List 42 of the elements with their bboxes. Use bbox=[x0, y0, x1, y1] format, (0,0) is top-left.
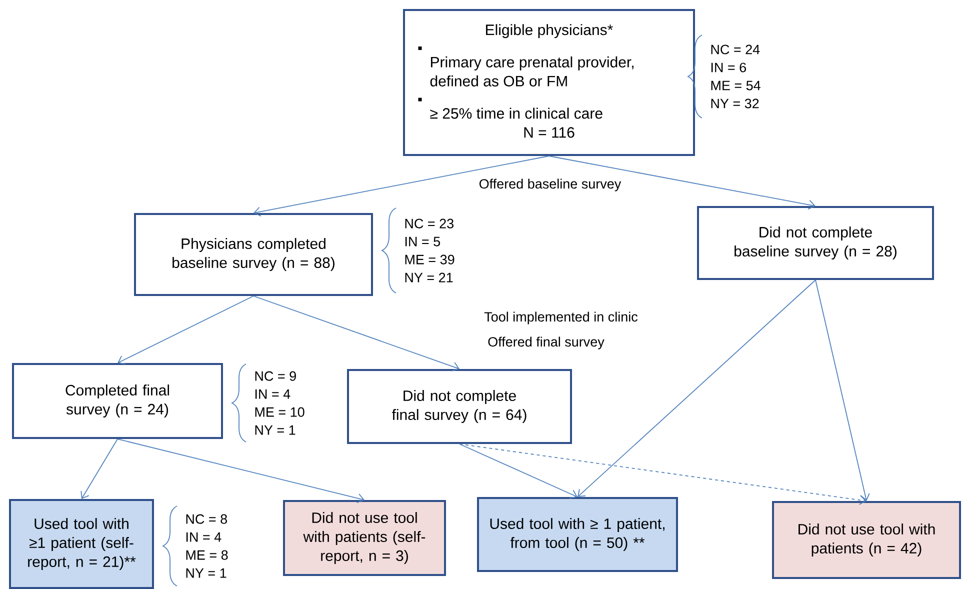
node-label: ME = 10 bbox=[255, 407, 304, 417]
arrow bbox=[459, 444, 867, 505]
flow-box: Completed final survey (n = 24) bbox=[12, 363, 223, 439]
node-label: IN = 4 bbox=[186, 532, 222, 542]
annotation-text: Offered final survey bbox=[488, 336, 604, 350]
flow-box: Did not complete baseline survey (n = 28) bbox=[697, 206, 934, 280]
annotation-text: Tool implemented in clinic bbox=[484, 312, 638, 324]
node-label: ME = 8 bbox=[186, 550, 228, 560]
node-label: ME = 54 bbox=[711, 80, 760, 90]
node-label: NY = 1 bbox=[186, 568, 226, 578]
node-label: NY = 1 bbox=[255, 425, 296, 435]
node-label: NY = 21 bbox=[405, 272, 453, 282]
flow-box: Did not use tool with patients (n = 42) bbox=[772, 501, 962, 579]
arrow bbox=[254, 156, 550, 217]
node-label: NY = 32 bbox=[711, 98, 759, 108]
flow-box: Used tool with ≥ 1 patient, from tool (n = 50) ** bbox=[477, 497, 678, 572]
arrow bbox=[815, 280, 870, 501]
node-label: IN = 5 bbox=[405, 236, 440, 246]
flow-box: Eligible physicians* Primary care prenatal provider, defined as OB or FM ≥ 25% time in clinical care N = 116 bbox=[403, 9, 696, 156]
site-counts: NC = 9 IN = 4 ME = 10 NY = 1 bbox=[255, 371, 304, 435]
flow-box: Did not complete final survey (n = 64) bbox=[347, 369, 572, 444]
site-counts: NC = 8 IN = 4 ME = 8 NY = 1 bbox=[186, 514, 228, 578]
arrow bbox=[117, 438, 364, 504]
node-label: NC = 9 bbox=[255, 371, 296, 381]
node-label: NC = 24 bbox=[711, 44, 760, 54]
annotation-text: Offered baseline survey bbox=[479, 178, 622, 192]
flow-box: Physicians completed baseline survey (n = 88) bbox=[134, 213, 373, 296]
arrow bbox=[548, 156, 816, 210]
node-label: IN = 4 bbox=[255, 389, 290, 399]
node-label: NC = 23 bbox=[405, 218, 454, 228]
node-label: NC = 8 bbox=[186, 514, 227, 524]
arrow bbox=[118, 296, 254, 364]
flow-box: Used tool with ≥1 patient (self-report, n = 21)** bbox=[9, 499, 154, 589]
node-label: IN = 6 bbox=[711, 62, 746, 72]
node-label: ME = 39 bbox=[405, 254, 454, 264]
arrow bbox=[459, 444, 578, 499]
arrow bbox=[578, 280, 816, 497]
arrow bbox=[253, 296, 460, 372]
flow-box: Did not use tool with patients (self-report, n = 3) bbox=[283, 500, 446, 576]
arrow bbox=[80, 438, 118, 499]
site-counts: NC = 23 IN = 5 ME = 39 NY = 21 bbox=[405, 218, 454, 282]
site-counts: NC = 24 IN = 6 ME = 54 NY = 32 bbox=[711, 44, 760, 108]
